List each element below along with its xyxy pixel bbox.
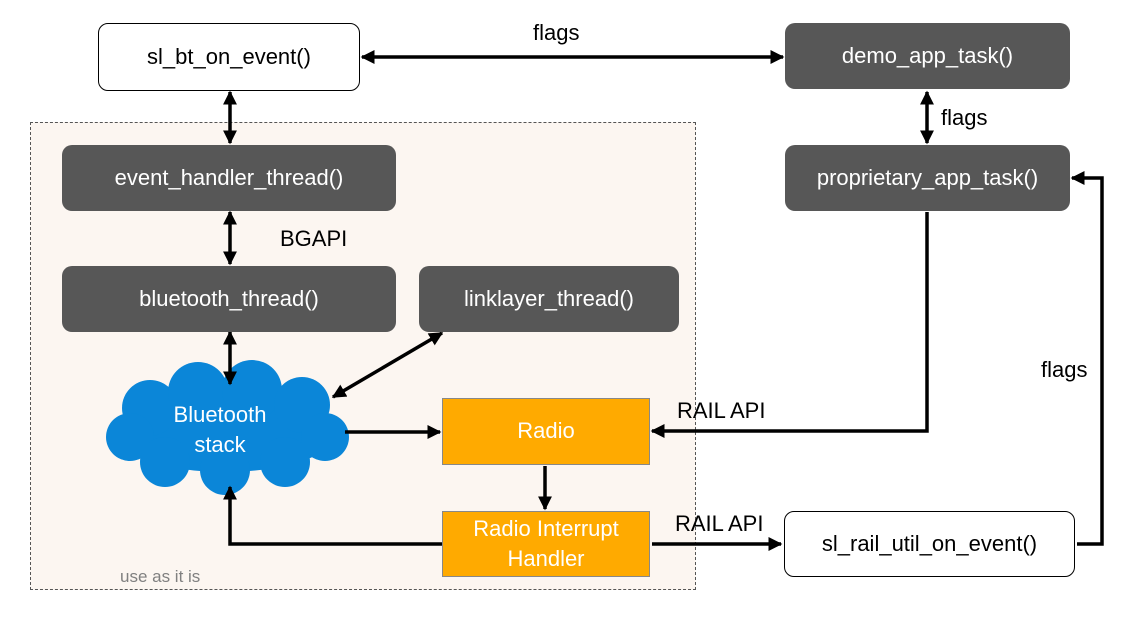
flags-label-right-upper: flags [941, 105, 988, 130]
proprietary-app-task-node: proprietary_app_task() [785, 145, 1070, 211]
radio-interrupt-handler-node: Radio Interrupt Handler [442, 511, 650, 577]
radio-interrupt-line1: Radio Interrupt [473, 516, 619, 542]
flags-label-right-lower: flags [1041, 357, 1088, 382]
bluetooth-stack-line1: Bluetooth [173, 402, 267, 427]
rail-api-label-radio: RAIL API [677, 398, 766, 423]
bgapi-label: BGAPI [280, 226, 348, 251]
linklayer-thread-node: linklayer_thread() [419, 266, 679, 332]
sl-rail-util-on-event-node: sl_rail_util_on_event() [784, 511, 1075, 577]
rail-api-label-interrupt: RAIL API [675, 511, 764, 536]
bluetooth-stack-label: Bluetooth stack [135, 400, 305, 459]
event-handler-thread-node: event_handler_thread() [62, 145, 396, 211]
sl-bt-on-event-node: sl_bt_on_event() [98, 23, 360, 91]
radio-interrupt-line2: Handler [507, 546, 585, 571]
demo-app-task-node: demo_app_task() [785, 23, 1070, 89]
region-label: use as it is [120, 567, 201, 586]
flags-label-top: flags [533, 20, 580, 45]
radio-node: Radio [442, 398, 650, 465]
bluetooth-stack-line2: stack [194, 431, 246, 457]
bluetooth-thread-node: bluetooth_thread() [62, 266, 396, 332]
